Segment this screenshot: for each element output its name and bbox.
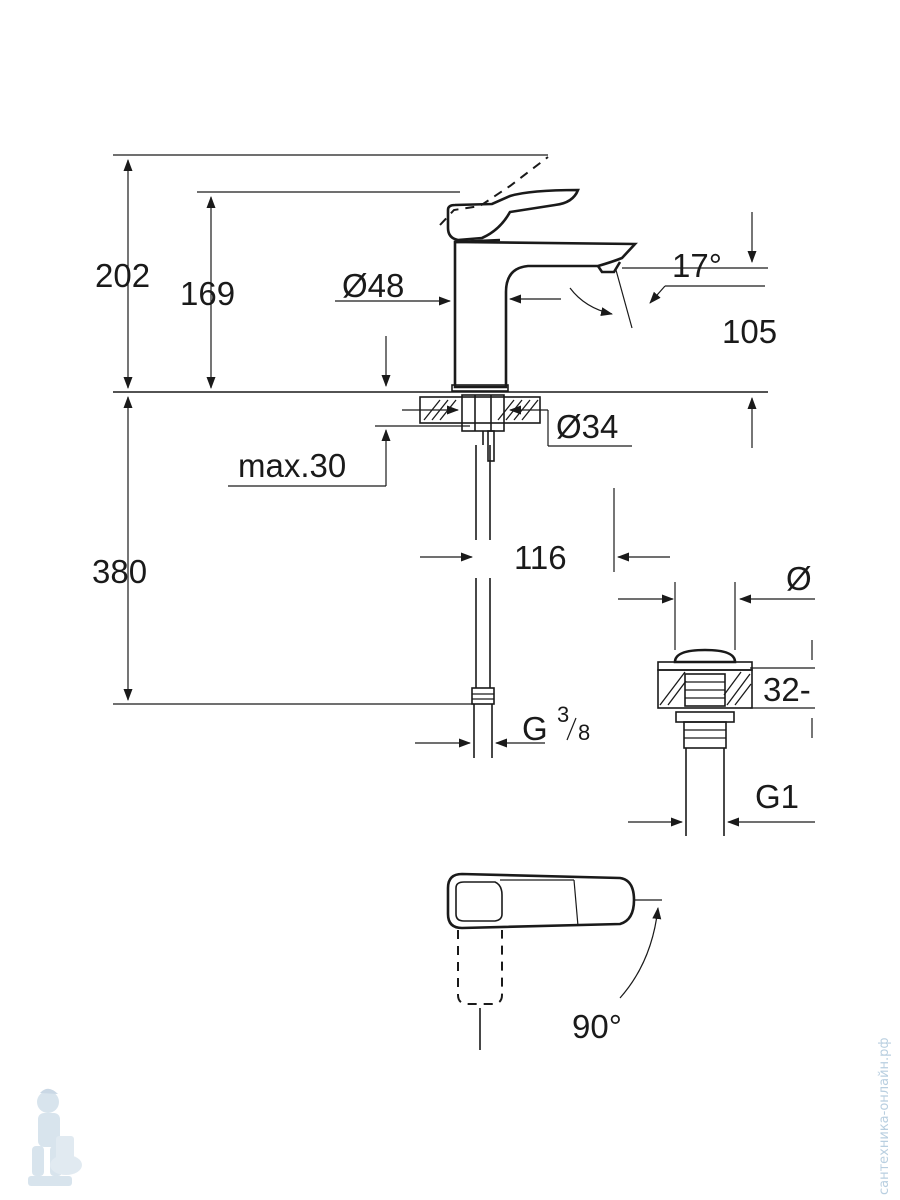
faucet-top-view bbox=[446, 872, 662, 1050]
waste-valve bbox=[657, 648, 753, 836]
dim-g38-numerator: 3 bbox=[557, 702, 569, 727]
dim-g1-label: G1 bbox=[755, 778, 799, 815]
dim-380-label: 380 bbox=[92, 553, 147, 590]
dim-waste-range-label: 32- bbox=[763, 671, 811, 708]
dim-116-label: 116 bbox=[514, 539, 567, 576]
dim-waste-diameter-line bbox=[618, 582, 815, 650]
dim-202-label: 202 bbox=[95, 257, 150, 294]
dim-202-line bbox=[113, 154, 548, 389]
dim-max30-line bbox=[228, 336, 470, 487]
dim-380-line bbox=[113, 396, 474, 705]
watermark-vertical-text: сантехника-онлайн.рф bbox=[877, 1037, 892, 1195]
dim-17-label: 17° bbox=[672, 247, 722, 284]
plumber-mascot-icon bbox=[28, 1088, 82, 1186]
dim-34-label: Ø34 bbox=[556, 408, 618, 445]
dim-48-line bbox=[335, 294, 561, 306]
supply-hose bbox=[471, 445, 495, 758]
dim-waste-diameter-label: Ø bbox=[786, 560, 812, 597]
dim-48-label: Ø48 bbox=[342, 267, 404, 304]
dim-116-line bbox=[420, 488, 670, 572]
dim-g38-denominator: 8 bbox=[578, 720, 590, 745]
dim-105-line bbox=[622, 212, 768, 448]
dim-34-line bbox=[402, 405, 632, 447]
faucet-side-view bbox=[439, 156, 638, 392]
dim-waste-range-line bbox=[750, 640, 815, 738]
dim-169-line bbox=[197, 191, 460, 389]
dim-105-label: 105 bbox=[722, 313, 777, 350]
dim-90-label: 90° bbox=[572, 1008, 622, 1045]
dim-17-angle bbox=[569, 269, 765, 329]
dim-max30-label: max.30 bbox=[238, 447, 346, 484]
dim-g38-prefix: G bbox=[522, 710, 548, 747]
dim-169-label: 169 bbox=[180, 275, 235, 312]
